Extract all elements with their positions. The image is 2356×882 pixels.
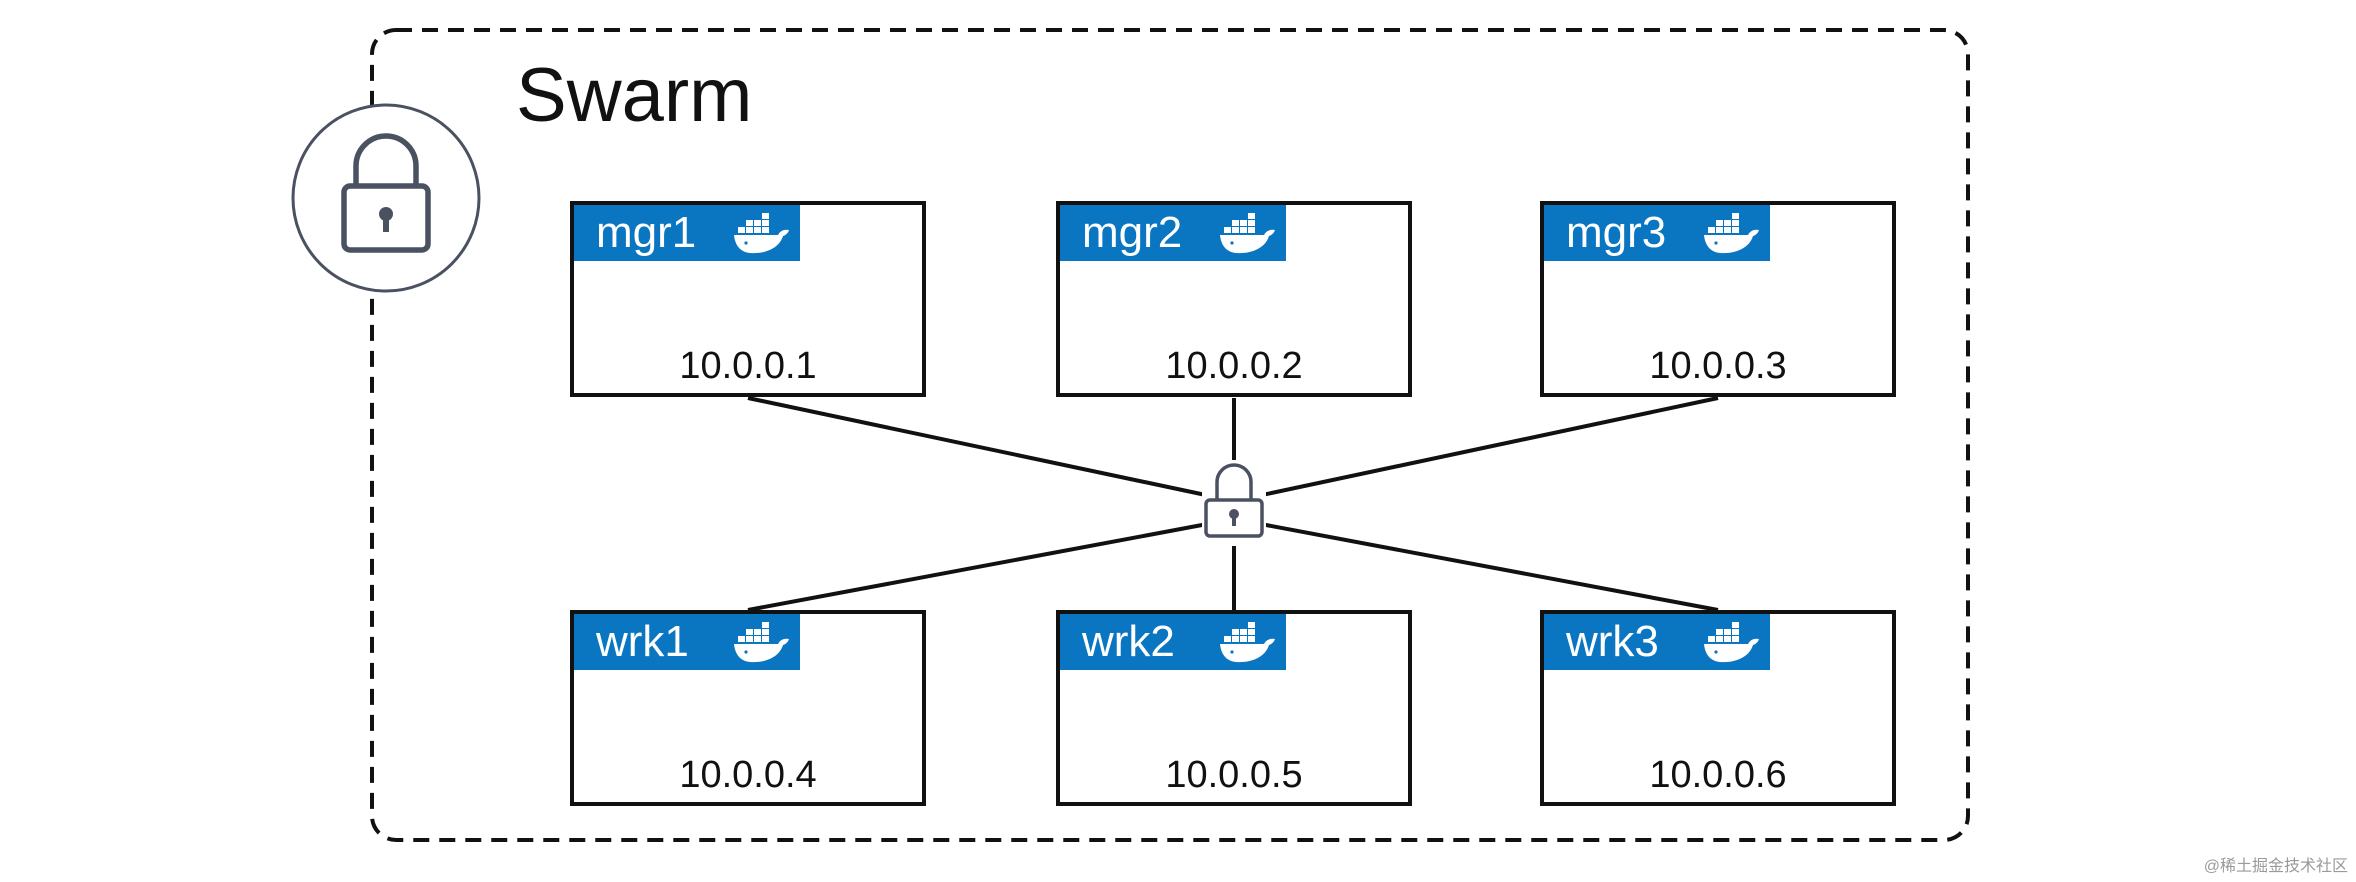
link-wrk1 [747,517,1235,612]
node-wrk3: wrk3 10.0.0.6 [1540,610,1896,806]
node-ip: 10.0.0.6 [1649,754,1787,796]
node-name: mgr3 [1566,208,1667,257]
node-mgr2: mgr2 10.0.0.2 [1056,201,1412,397]
docker-whale-icon [734,622,789,663]
node-header: wrk2 [1060,614,1286,670]
node-ip: 10.0.0.5 [1165,754,1303,796]
node-header: mgr1 [574,205,800,261]
node-header: wrk3 [1544,614,1770,670]
docker-whale-icon [1704,213,1759,254]
link-wrk3 [1233,517,1719,612]
docker-whale-icon [1220,622,1275,663]
swarm-boundary [370,28,1970,842]
node-name: wrk3 [1566,617,1659,666]
swarm-title: Swarm [516,53,753,138]
node-header: mgr2 [1060,205,1286,261]
docker-whale-icon [734,213,789,254]
node-ip: 10.0.0.4 [679,754,817,796]
link-mgr1 [747,396,1235,503]
docker-whale-icon [1220,213,1275,254]
node-header: mgr3 [1544,205,1770,261]
node-mgr3: mgr3 10.0.0.3 [1540,201,1896,397]
node-name: wrk2 [1082,617,1175,666]
node-ip: 10.0.0.2 [1165,345,1303,387]
node-name: wrk1 [596,617,689,666]
hub-lock-icon [1202,460,1266,540]
watermark: @稀土掘金技术社区 [2203,858,2348,875]
node-header: wrk1 [574,614,800,670]
boundary-lock-icon [291,103,481,293]
node-name: mgr2 [1082,208,1183,257]
node-wrk2: wrk2 10.0.0.5 [1056,610,1412,806]
node-name: mgr1 [596,208,697,257]
connections [747,396,1719,612]
node-wrk1: wrk1 10.0.0.4 [570,610,926,806]
node-ip: 10.0.0.1 [679,345,817,387]
node-ip: 10.0.0.3 [1649,345,1787,387]
docker-whale-icon [1704,622,1759,663]
link-mgr3 [1233,396,1719,503]
node-mgr1: mgr1 10.0.0.1 [570,201,926,397]
